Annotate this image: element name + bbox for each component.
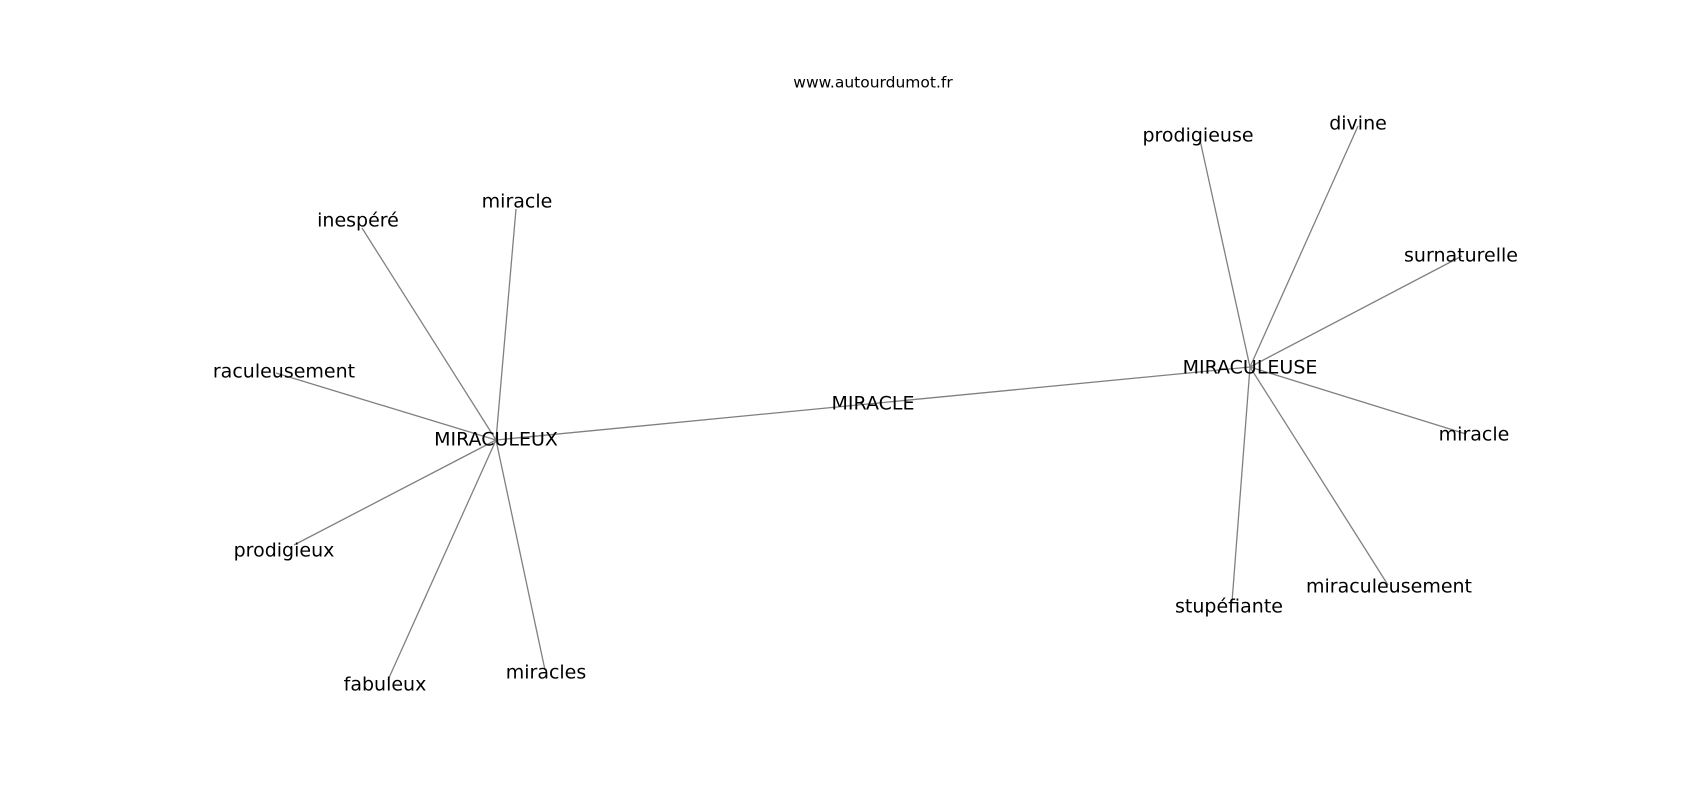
edge-hub0-n3	[293, 439, 497, 546]
edge-hub1-n2	[1249, 255, 1463, 368]
edge-hub0-n0	[361, 227, 497, 441]
center-node-label: MIRACLE	[832, 393, 915, 415]
neighbor-label: prodigieux	[234, 540, 335, 562]
neighbor-label: miraculeusement	[1306, 576, 1472, 598]
edge-hub0-center	[495, 366, 1251, 441]
neighbor-label: raculeusement	[213, 361, 355, 383]
edge-hub0-n1	[495, 208, 517, 441]
graph-labels: www.autourdumot.fr MIRACLE MIRACULEUX in…	[213, 74, 1518, 696]
neighbor-label: prodigieuse	[1142, 125, 1253, 147]
edge-hub0-n2	[275, 372, 497, 441]
edge-hub1-n3	[1249, 366, 1467, 435]
hub-node-label-miraculeux: MIRACULEUX	[434, 429, 558, 451]
neighbor-label: miracle	[482, 191, 553, 213]
edge-hub1-n1	[1249, 125, 1359, 368]
edge-hub0-n4	[387, 439, 497, 681]
edge-hub0-n5	[495, 439, 546, 671]
source-label: www.autourdumot.fr	[793, 74, 953, 92]
edge-hub1-n5	[1231, 366, 1251, 603]
graph-edges	[275, 125, 1467, 681]
neighbor-label: inespéré	[317, 210, 399, 232]
neighbor-label: miracles	[506, 662, 587, 684]
neighbor-label: miracle	[1439, 424, 1510, 446]
edge-hub1-n4	[1249, 366, 1389, 586]
neighbor-label: fabuleux	[344, 674, 427, 696]
neighbor-label: divine	[1329, 113, 1387, 135]
hub-node-label-miraculeuse: MIRACULEUSE	[1183, 357, 1318, 379]
neighbor-label: surnaturelle	[1404, 245, 1518, 267]
edge-hub1-n0	[1199, 139, 1251, 368]
neighbor-label: stupéfiante	[1175, 596, 1283, 618]
